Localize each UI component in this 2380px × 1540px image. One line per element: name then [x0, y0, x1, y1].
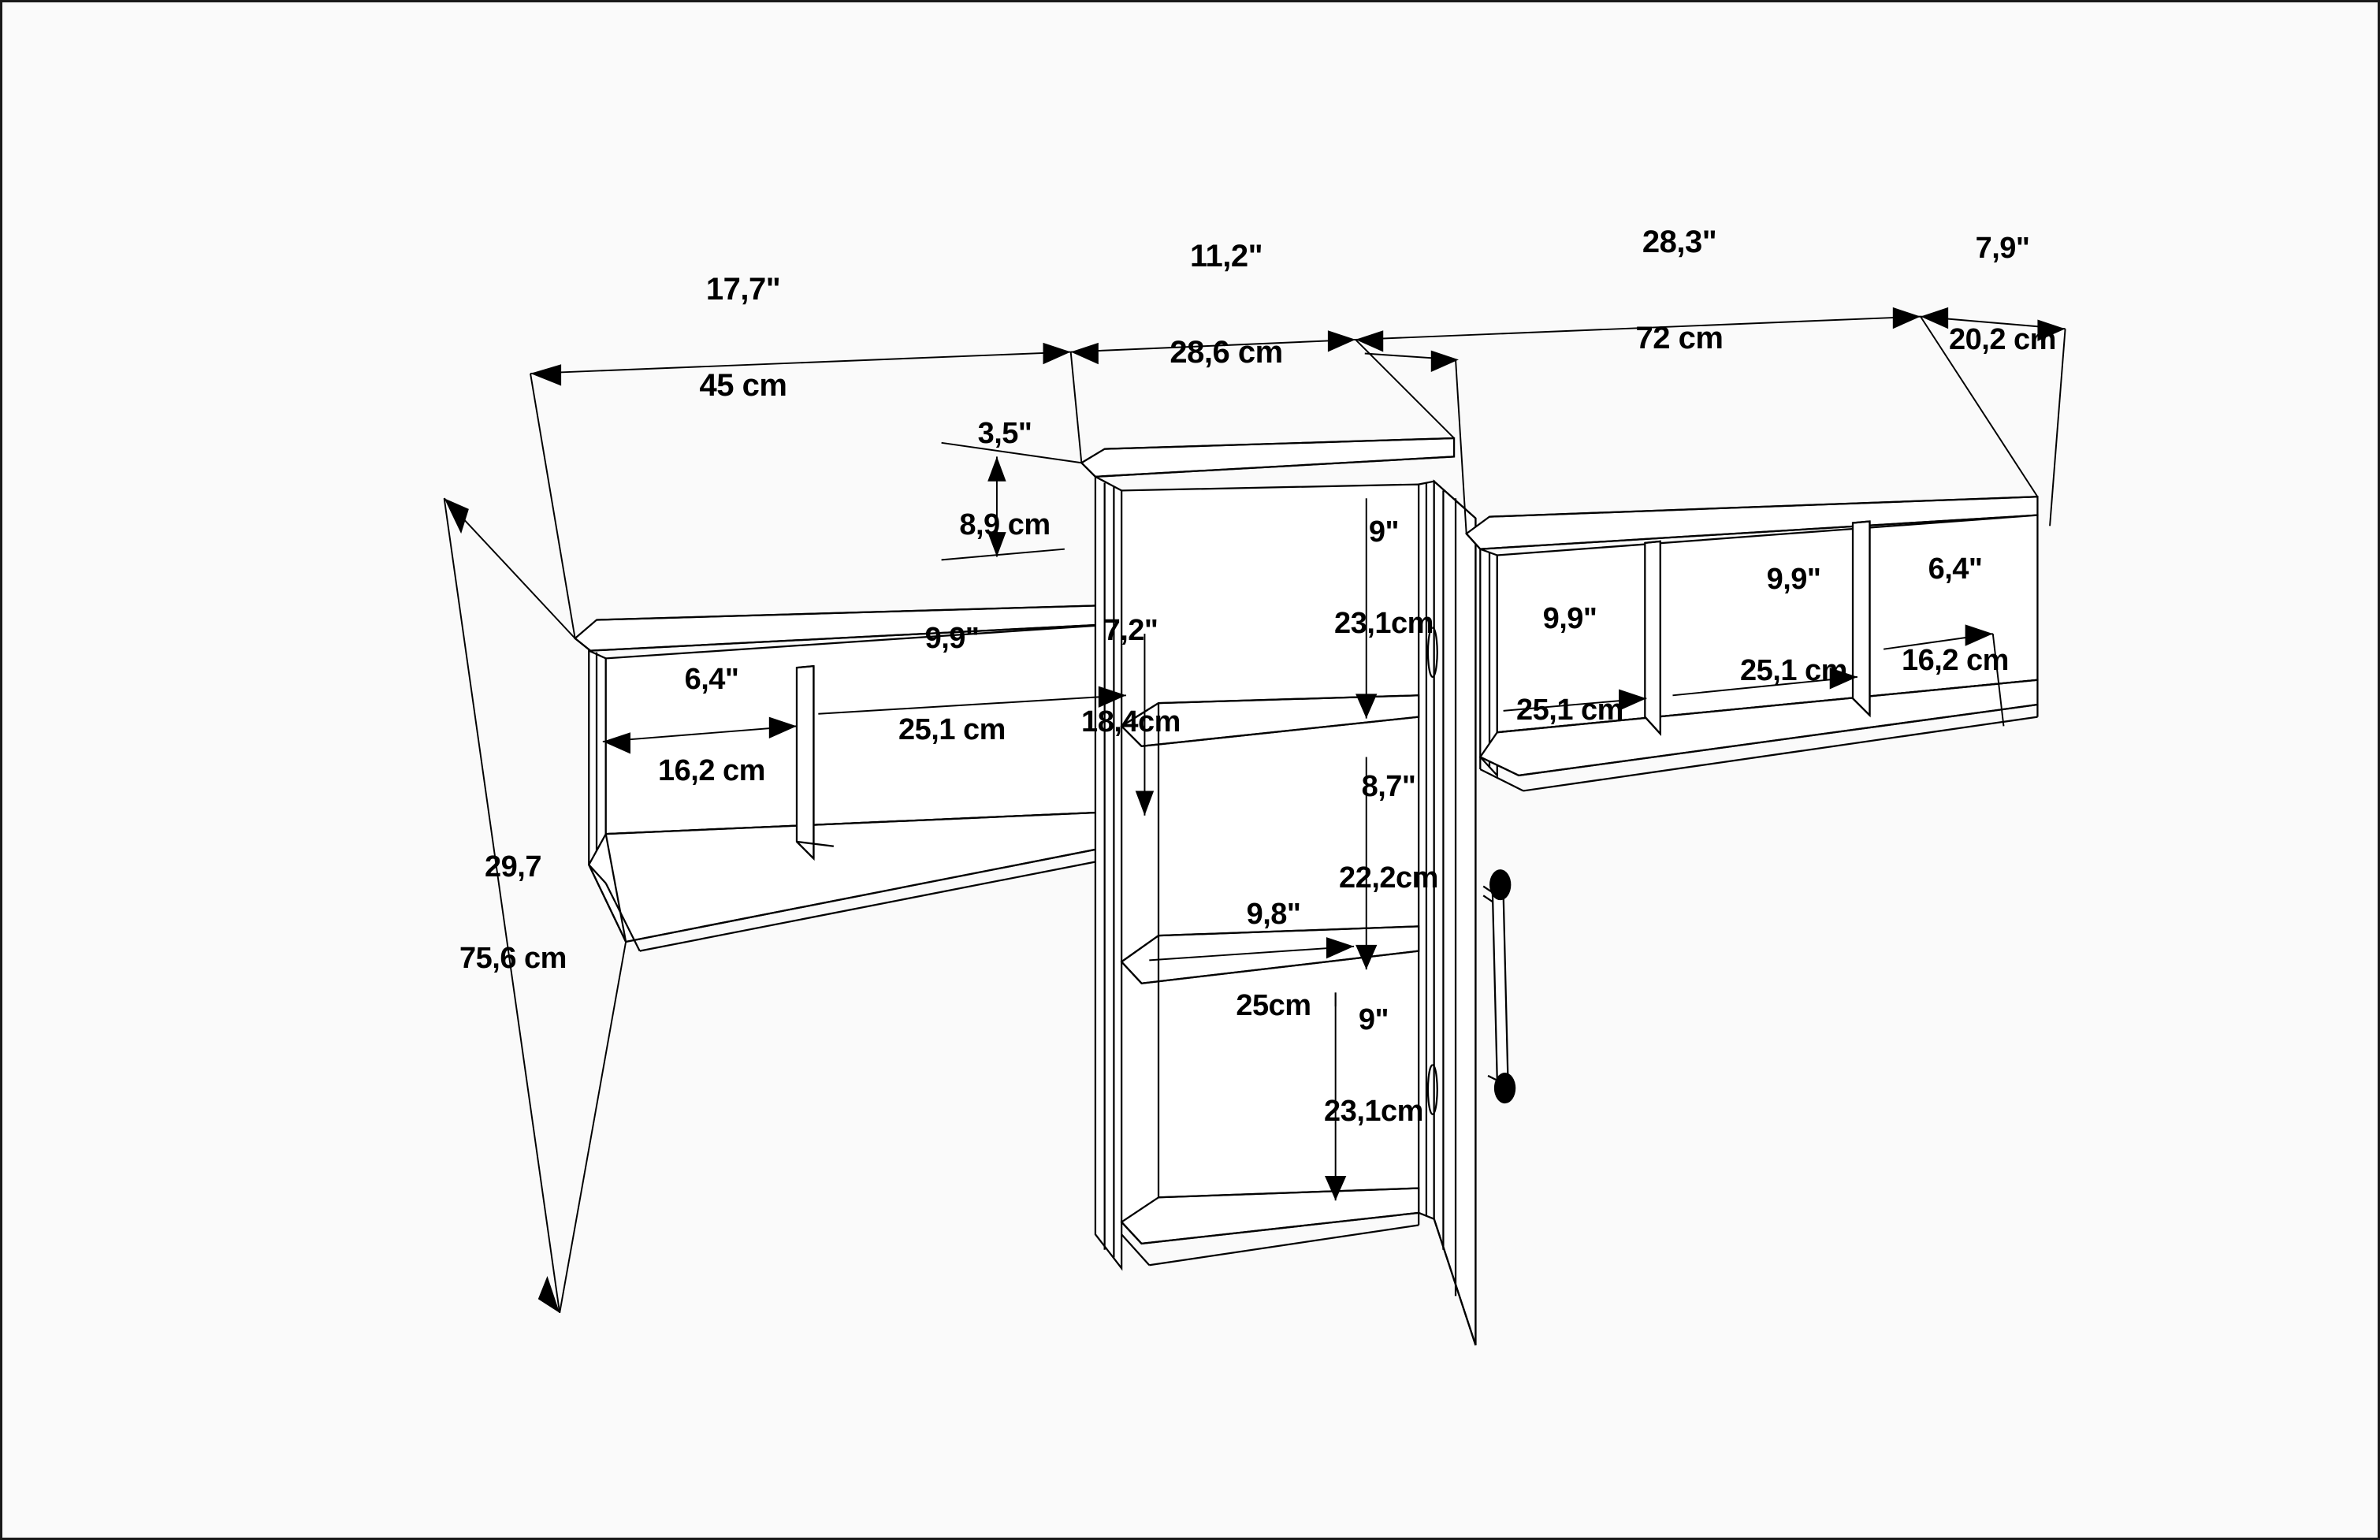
cabinet-edge-ext: [1455, 359, 1467, 534]
dim-label-right-shelf-width: 28,3" 72 cm: [1636, 162, 1724, 418]
drawing-geometry: [443, 307, 2066, 1346]
dim-value-imperial: 6,4": [684, 662, 739, 696]
cabinet-width-ext-right: [1355, 339, 1455, 439]
dim-value-metric: 23,1cm: [1334, 606, 1434, 640]
dim-label-cabinet-shelf-depth: 9,8" 25cm: [1236, 838, 1311, 1082]
dim-value-metric: 8,9 cm: [959, 508, 1051, 541]
dim-value-metric: 45 cm: [699, 367, 787, 403]
dim-value-imperial: 9": [1368, 515, 1400, 549]
dim-value-metric: 20,2 cm: [1949, 322, 2056, 356]
dim-value-imperial: 28,3": [1642, 224, 1717, 259]
dim-label-right-bay-2: 9,9" 25,1 cm: [1740, 503, 1847, 747]
left-narrow-dimline: [602, 725, 798, 742]
dim-value-imperial: 9,9": [1542, 601, 1597, 635]
dim-value-imperial: 3,5": [977, 416, 1032, 450]
dim-label-left-shelf-height: 7,2" 18,4cm: [1081, 554, 1181, 798]
dim-label-right-bay-1: 9,9" 25,1 cm: [1516, 542, 1623, 787]
dim-value-metric: 28,6 cm: [1170, 334, 1283, 370]
dim-value-imperial: 9": [1358, 1002, 1389, 1036]
dim-value-imperial: 9,9": [924, 621, 980, 655]
right-shelf-unit: [1465, 496, 2039, 792]
dim-value-metric: 25,1 cm: [1516, 693, 1623, 727]
dim-label-left-shelf-top-gap: 3,5" 8,9 cm: [959, 357, 1051, 601]
right-bay3-ext: [1991, 634, 2005, 727]
left-shelf-unit: [573, 603, 1136, 952]
dim-value-metric: 25,1 cm: [1740, 653, 1847, 687]
dim-label-right-bay-3: 6,4" 16,2 cm: [1902, 493, 2009, 737]
dim-label-overall-height: 29,7 75,6 cm: [459, 790, 567, 1035]
dim-label-left-bay-narrow: 6,4" 16,2 cm: [658, 603, 765, 847]
dim-value-imperial: 7,9": [1975, 231, 2030, 265]
dim-label-cabinet-mid-bay: 8,7" 22,2cm: [1339, 710, 1438, 954]
dim-value-metric: 75,6 cm: [459, 941, 567, 975]
gap-ext-top: [941, 441, 1082, 464]
dim-value-metric: 22,2cm: [1339, 861, 1438, 895]
right-depth-ext: [2049, 329, 2066, 526]
dim-value-metric: 16,2 cm: [658, 753, 765, 787]
dim-value-metric: 23,1cm: [1324, 1094, 1423, 1128]
center-cabinet: [1080, 437, 1456, 1271]
dim-value-imperial: 17,7": [705, 271, 781, 307]
dim-value-metric: 72 cm: [1635, 320, 1724, 355]
dimension-lines: [443, 307, 2066, 1314]
cabinet-width-dimline: [1070, 338, 1356, 353]
dim-value-imperial: 6,4": [1928, 552, 1983, 586]
dim-value-imperial: 11,2": [1189, 238, 1263, 273]
left-width-dimline: [530, 351, 1071, 374]
dim-label-left-bay-wide: 9,9" 25,1 cm: [898, 562, 1006, 806]
gap-ext-bottom: [941, 548, 1065, 561]
dim-value-metric: 25cm: [1236, 988, 1311, 1022]
dim-label-cabinet-width: 11,2" 28,6 cm: [1170, 176, 1283, 433]
cabinet-door: [1426, 479, 1516, 1346]
door-handle: [1482, 869, 1516, 1104]
right-width-dimline: [1355, 315, 1921, 340]
dim-label-right-shelf-depth: 7,9" 20,2 cm: [1949, 172, 2056, 416]
overall-height-ext-bottom: [559, 941, 627, 1314]
overall-height-dimline: [443, 498, 561, 1313]
overall-height-ext-top: [443, 497, 576, 639]
dim-label-cabinet-top-bay: 9" 23,1cm: [1334, 456, 1434, 700]
dim-label-left-shelf-width: 17,7" 45 cm: [700, 209, 787, 466]
dim-value-imperial: 9,8": [1246, 897, 1301, 931]
dim-label-cabinet-bottom-bay: 9" 23,1cm: [1324, 943, 1423, 1188]
cab-depth-dimline: [1149, 945, 1355, 962]
right-bay2-dimline: [1672, 675, 1858, 697]
dim-value-imperial: 9,9": [1766, 562, 1821, 596]
left-width-ext-left: [530, 373, 576, 639]
dim-value-metric: 18,4cm: [1081, 705, 1181, 738]
left-wide-dimline: [818, 694, 1127, 715]
dim-value-metric: 16,2 cm: [1902, 643, 2009, 677]
dim-value-imperial: 7,2": [1103, 613, 1158, 647]
right-width-ext-right: [1920, 316, 2039, 497]
dim-value-imperial: 8,7": [1361, 769, 1416, 803]
dim-value-metric: 25,1 cm: [898, 712, 1006, 746]
dim-value-imperial: 29,7: [485, 850, 541, 883]
left-width-ext-right: [1069, 352, 1083, 463]
